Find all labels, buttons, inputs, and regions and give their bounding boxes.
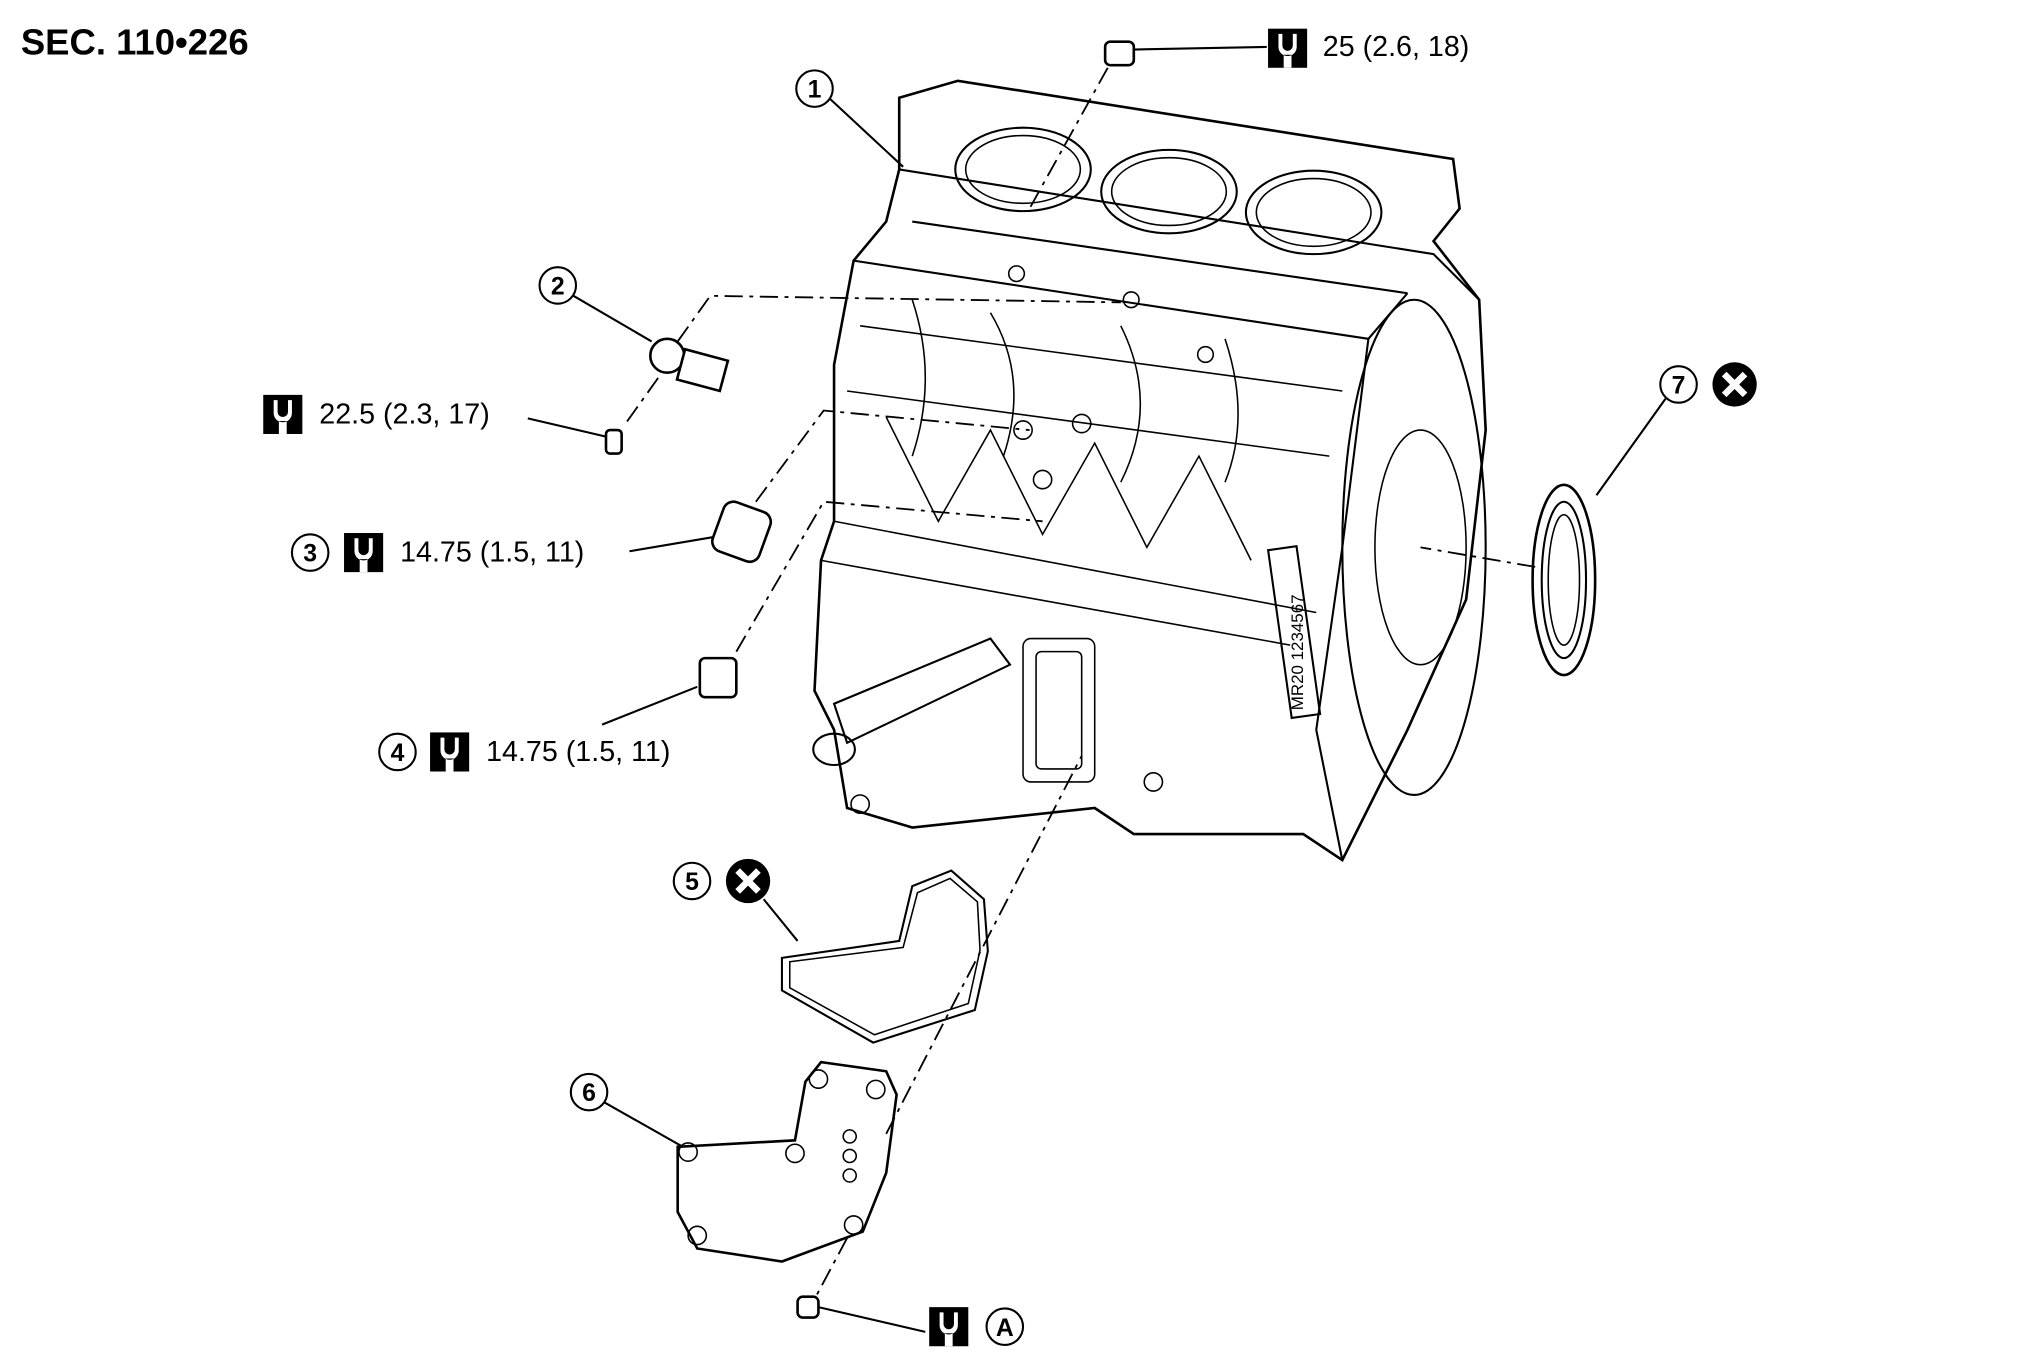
cylinder-block-drawing: MR20 1234567 (812, 79, 1487, 863)
drain-plug-torque: 25 (2.6, 18) (1323, 31, 1470, 63)
torque-wrench-icon (263, 394, 303, 434)
callout-3: 3 14.75 (1.5, 11) (290, 409, 1030, 573)
torque-wrench-icon (430, 732, 470, 772)
drain-plug: 25 (2.6, 18) (1028, 28, 1470, 209)
callout-a: A (796, 1295, 1025, 1347)
callout-number: 1 (808, 77, 822, 104)
do-not-reuse-icon (1712, 362, 1756, 406)
callout-2: 2 22.5 (2.3, 17) (263, 266, 1121, 455)
callout-number: 3 (303, 541, 317, 568)
note-a-label: A (996, 1315, 1014, 1342)
callout-1: 1 (795, 69, 904, 168)
callout-7: 7 (1420, 362, 1757, 677)
callout-4: 4 14.75 (1.5, 11) (378, 500, 1043, 772)
torque-wrench-icon (1268, 28, 1308, 68)
torque-wrench-icon (344, 533, 384, 573)
section-title: SEC. 110•226 (21, 22, 249, 63)
callout-number: 7 (1672, 373, 1686, 400)
knock-sensor-torque: 22.5 (2.3, 17) (319, 399, 489, 431)
do-not-reuse-icon (726, 859, 770, 903)
callout-number: 5 (685, 869, 699, 896)
switch-torque: 14.75 (1.5, 11) (400, 537, 584, 569)
torque-wrench-icon (929, 1307, 969, 1347)
callout-5: 5 (672, 859, 989, 1044)
sensor-torque: 14.75 (1.5, 11) (486, 736, 670, 768)
callout-number: 6 (582, 1080, 596, 1107)
callout-6: 6 (569, 755, 1083, 1298)
block-stamp: MR20 1234567 (1288, 594, 1307, 710)
callout-number: 2 (551, 274, 565, 301)
callout-number: 4 (391, 740, 405, 767)
